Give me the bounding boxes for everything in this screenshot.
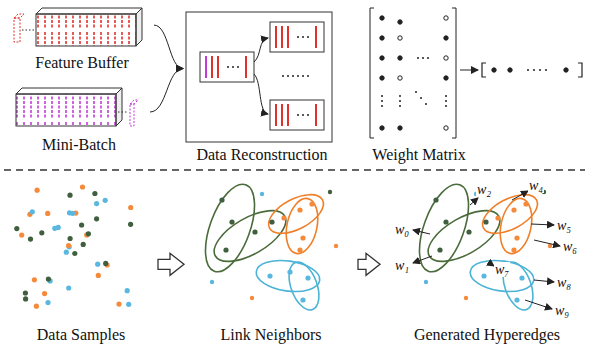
sample-dot xyxy=(45,211,50,216)
panel-caption: Weight Matrix xyxy=(360,145,478,164)
sample-dot xyxy=(70,211,75,216)
weight-label: w₅ xyxy=(556,218,572,233)
panel-caption: Feature Buffer xyxy=(10,53,154,72)
figure-panel: Generated Hyperedges xyxy=(384,178,589,344)
panel-caption: Data Reconstruction xyxy=(184,145,340,164)
panel-caption: Mini-Batch xyxy=(8,135,150,154)
sample-scatter xyxy=(14,184,133,308)
panel-caption: Generated Hyperedges xyxy=(384,325,589,344)
sample-dot xyxy=(45,300,50,305)
sample-dot xyxy=(125,288,130,293)
flow-arrow xyxy=(154,25,183,68)
feature-buffer-block xyxy=(14,8,142,46)
sample-dot xyxy=(28,237,33,242)
sample-dot xyxy=(32,277,37,282)
panel-caption: Data Samples xyxy=(8,325,154,344)
sample-dot xyxy=(23,296,28,301)
sample-dot xyxy=(30,209,35,214)
sample-dot xyxy=(39,230,44,235)
figure-panel: Mini-Batch xyxy=(8,84,150,154)
sample-dot xyxy=(66,243,71,248)
hyperedge-ellipses xyxy=(195,178,560,314)
reconstruction-panel xyxy=(186,12,332,142)
weight-label: w₆ xyxy=(562,239,578,254)
sample-dot xyxy=(92,191,97,196)
sample-dot xyxy=(116,302,121,307)
sample-dot xyxy=(94,201,99,206)
figure-panel: Weight Matrix xyxy=(360,4,478,164)
sample-dot xyxy=(80,184,85,189)
weight-label: w₉ xyxy=(554,303,570,318)
sample-dot xyxy=(19,233,24,238)
weight-label: w₈ xyxy=(556,275,572,290)
sample-dot xyxy=(103,198,108,203)
sample-dot xyxy=(72,251,77,256)
sample-dot xyxy=(79,222,84,227)
block-arrow xyxy=(158,253,184,275)
mini-batch-block xyxy=(16,88,138,126)
sample-dot xyxy=(81,242,86,247)
dashed-separator xyxy=(4,169,585,171)
block-arrow xyxy=(358,253,380,275)
sample-dot xyxy=(66,285,71,290)
sample-dot xyxy=(23,290,28,295)
weight-label: w₄ xyxy=(528,178,544,193)
sample-dot xyxy=(96,273,101,278)
sample-dot xyxy=(128,222,133,227)
figure-panel: Data Samples xyxy=(8,178,154,344)
weight-label: w₂ xyxy=(476,182,492,197)
sample-dot xyxy=(46,277,51,282)
sample-dot xyxy=(64,250,69,255)
panel-caption: Link Neighbors xyxy=(188,325,354,344)
sample-dot xyxy=(126,302,131,307)
sample-dot xyxy=(86,231,91,236)
flow-arrow xyxy=(150,69,183,112)
figure-panel: Feature Buffer xyxy=(10,2,154,72)
sample-dot xyxy=(103,261,108,266)
sample-dot xyxy=(52,226,57,231)
weight-matrix xyxy=(370,8,582,138)
weight-label: w₇ xyxy=(494,262,510,277)
weight-label: w₀ xyxy=(394,222,410,237)
sample-dot xyxy=(95,262,100,267)
figure-panel: Data Reconstruction xyxy=(184,10,340,164)
figure-panel: Link Neighbors xyxy=(188,178,354,344)
sample-dot xyxy=(68,236,73,241)
sample-dot xyxy=(128,205,133,210)
sample-dot xyxy=(67,193,72,198)
sample-dot xyxy=(34,304,39,309)
sample-dot xyxy=(35,188,40,193)
sample-dot xyxy=(94,216,99,221)
sample-dot xyxy=(42,291,47,296)
weight-label: w₁ xyxy=(394,258,410,273)
sample-dot xyxy=(14,226,19,231)
